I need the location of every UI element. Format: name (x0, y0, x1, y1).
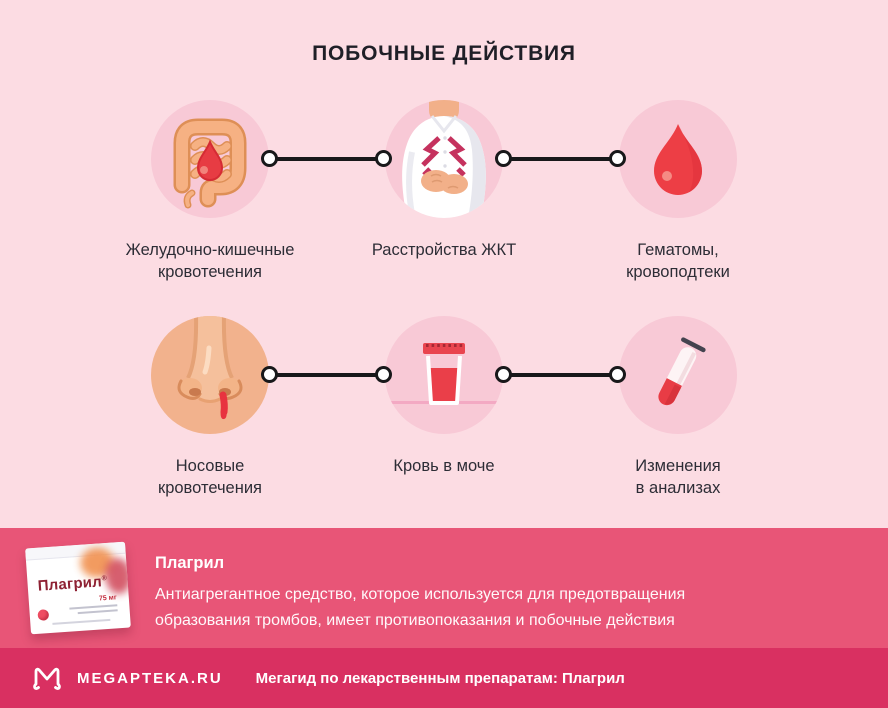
pill-icon (37, 609, 50, 621)
effect-label: Расстройства ЖКТ (371, 241, 517, 259)
connector-line (261, 150, 392, 168)
effect-cell-nosebleed: Носовые кровотечения (90, 316, 330, 499)
effect-cell-blood-in-urine: Кровь в моче (324, 316, 564, 477)
intestines-icon (151, 100, 269, 218)
footer-tagline: Мегагид по лекарственным препаратам: Пла… (255, 669, 625, 687)
megapteka-logo-icon (33, 667, 61, 690)
footer-bar: MEGAPTEKA.RU Мегагид по лекарственным пр… (0, 648, 888, 708)
drug-banner: Плагрил® 75 мг Плагрил Антиагрегантное с… (0, 528, 888, 648)
drug-description: Антиагрегантное средство, которое исполь… (155, 586, 686, 629)
drug-name: Плагрил (155, 554, 225, 572)
effect-label: Носовые кровотечения (157, 457, 262, 497)
connector-line (261, 366, 392, 384)
stomach-pain-icon (385, 100, 503, 218)
effect-cell-test-changes: Изменения в анализах (558, 316, 798, 499)
drug-box-art (104, 557, 131, 596)
drug-box-name: Плагрил® (37, 573, 108, 595)
brand-text: MEGAPTEKA.RU (77, 669, 223, 687)
blood-drop-icon (619, 100, 737, 218)
effect-cell-gi-disorders: Расстройства ЖКТ (324, 100, 564, 261)
test-tube-icon (619, 316, 737, 434)
effect-label: Изменения в анализах (635, 457, 721, 497)
effect-cell-hematomas: Гематомы, кровоподтеки (558, 100, 798, 283)
effect-label: Желудочно-кишечные кровотечения (125, 241, 295, 281)
effect-cell-gi-bleeding: Желудочно-кишечные кровотечения (90, 100, 330, 283)
effect-label: Гематомы, кровоподтеки (626, 241, 730, 281)
nosebleed-icon (151, 316, 269, 434)
urine-sample-icon (385, 316, 503, 434)
page-title: ПОБОЧНЫЕ ДЕЙСТВИЯ (312, 42, 576, 65)
drug-box-image: Плагрил® 75 мг (25, 541, 131, 635)
connector-line (495, 366, 626, 384)
banner-text: Плагрил Антиагрегантное средство, которо… (155, 554, 685, 634)
drug-box-dose: 75 мг (98, 594, 118, 603)
connector-line (495, 150, 626, 168)
effect-label: Кровь в моче (393, 457, 495, 475)
